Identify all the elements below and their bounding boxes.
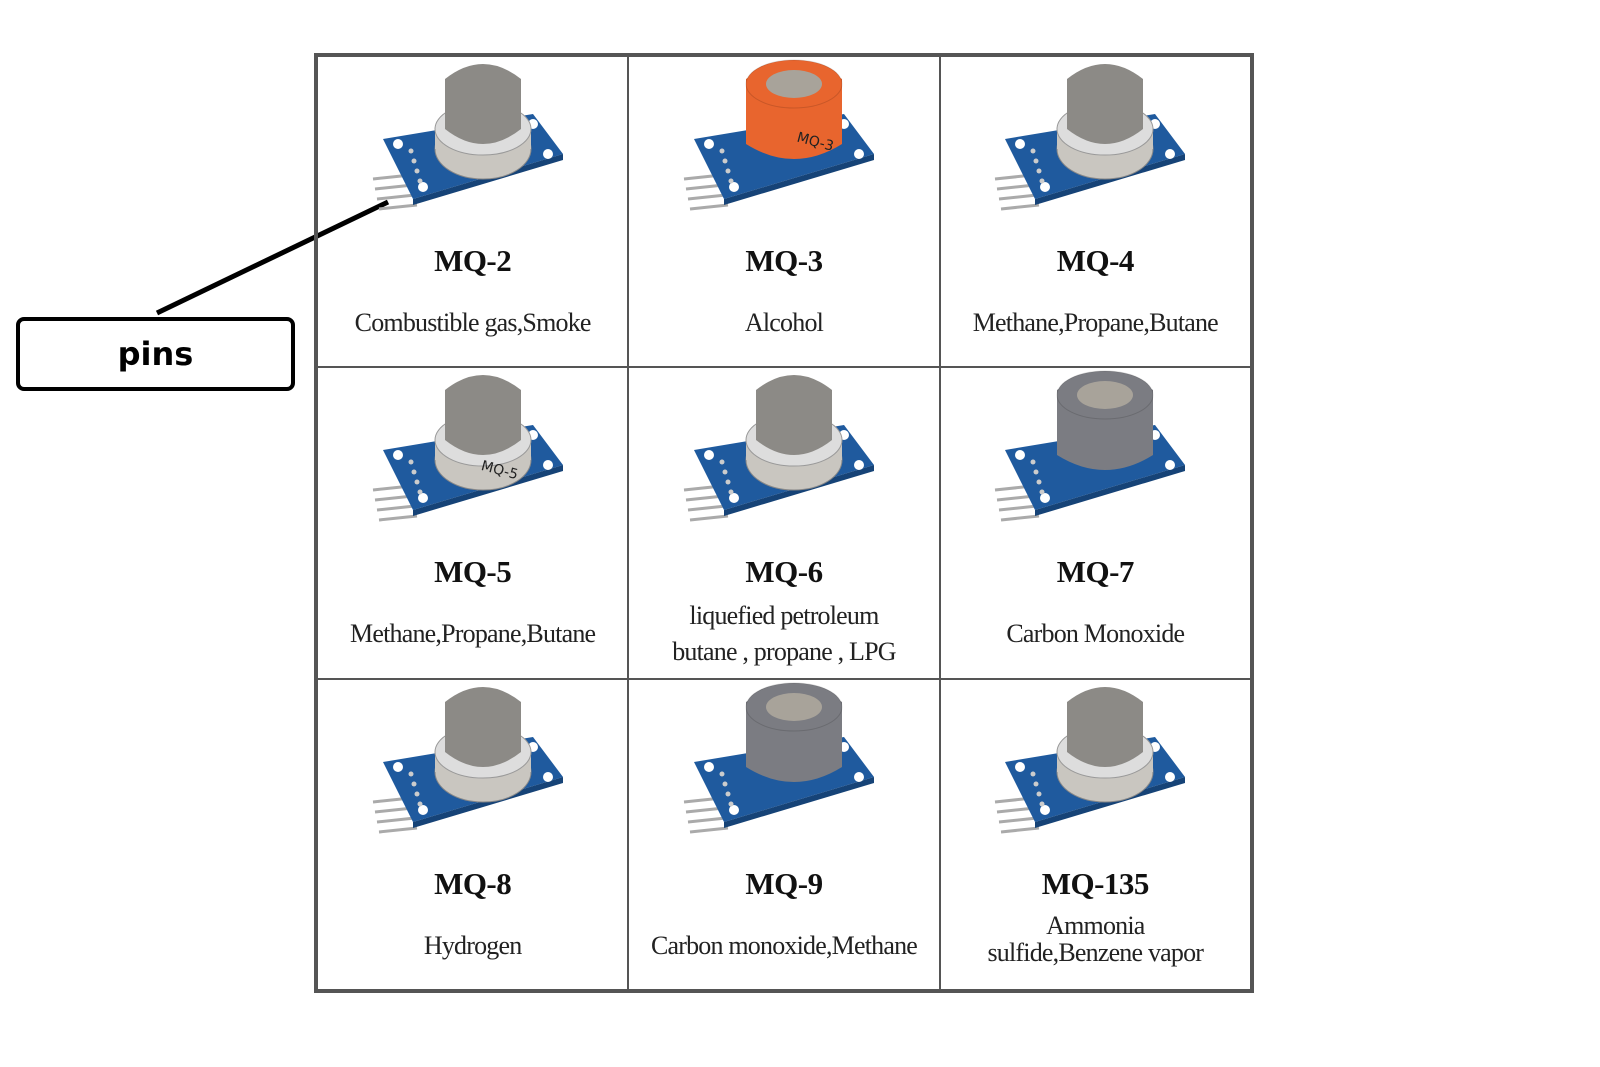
sensor-cap xyxy=(444,375,521,456)
sensor-cap xyxy=(755,375,832,456)
description-line: Hydrogen xyxy=(423,930,522,960)
sensor-image: MQ-3 xyxy=(674,57,894,229)
sensor-cap xyxy=(1067,64,1144,144)
description-line: liquefied petroleum xyxy=(689,601,879,631)
sensor-cap xyxy=(1067,686,1144,767)
sensor-name: MQ-7 xyxy=(1056,554,1135,590)
sensor-name: MQ-2 xyxy=(434,243,512,278)
sensor-image xyxy=(363,680,583,852)
sensor-name: MQ-135 xyxy=(1041,865,1150,901)
description-line: Combustible gas,Smoke xyxy=(354,308,592,337)
sensor-name: MQ-5 xyxy=(434,554,512,590)
pins-label: pins xyxy=(117,335,194,373)
sensor-image: MQ-5 xyxy=(363,368,583,540)
sensor-description: Combustible gas,Smoke xyxy=(354,305,592,341)
sensor-image xyxy=(674,368,894,540)
sensor-name: MQ-3 xyxy=(745,243,823,278)
description-line: Methane,Propane,Butane xyxy=(972,308,1219,337)
sensor-image xyxy=(985,368,1205,540)
sensor-description: Carbon monoxide,Methane xyxy=(650,928,918,964)
sensor-description: liquefied petroleum butane , propane , LP… xyxy=(672,598,896,670)
sensor-name: MQ-6 xyxy=(745,554,823,590)
sensor-cap xyxy=(444,64,521,144)
sensor-name: MQ-8 xyxy=(434,865,512,901)
sensor-description: Methane,Propane,Butane xyxy=(972,305,1219,341)
sensor-description: Alcohol xyxy=(744,305,824,341)
pin-header xyxy=(372,484,417,522)
sensor-image xyxy=(363,57,583,229)
description-line: Methane,Propane,Butane xyxy=(350,619,596,649)
sensor-description: Carbon Monoxide xyxy=(1006,616,1185,652)
sensor-cap xyxy=(444,686,521,767)
sensor-description: Hydrogen xyxy=(424,928,522,964)
sensor-image xyxy=(674,680,894,852)
description-line: Carbon monoxide,Methane xyxy=(650,930,918,960)
sensor-image xyxy=(985,57,1205,229)
sensor-description: Methane,Propane,Butane xyxy=(350,616,596,652)
description-line: Carbon Monoxide xyxy=(1006,619,1185,649)
description-line: Ammonia xyxy=(1046,910,1145,940)
description-line: butane , propane , LPG xyxy=(672,637,896,667)
pins-callout: pins xyxy=(16,317,295,391)
sensor-image xyxy=(985,680,1205,852)
description-line: Alcohol xyxy=(744,308,824,337)
sensor-name: MQ-9 xyxy=(745,865,823,901)
sensor-cell-mq-6: MQ-6 liquefied petroleum butane , propane … xyxy=(628,367,940,679)
sensor-name: MQ-4 xyxy=(1056,243,1135,278)
description-line: sulfide,Benzene vapor xyxy=(987,937,1204,967)
